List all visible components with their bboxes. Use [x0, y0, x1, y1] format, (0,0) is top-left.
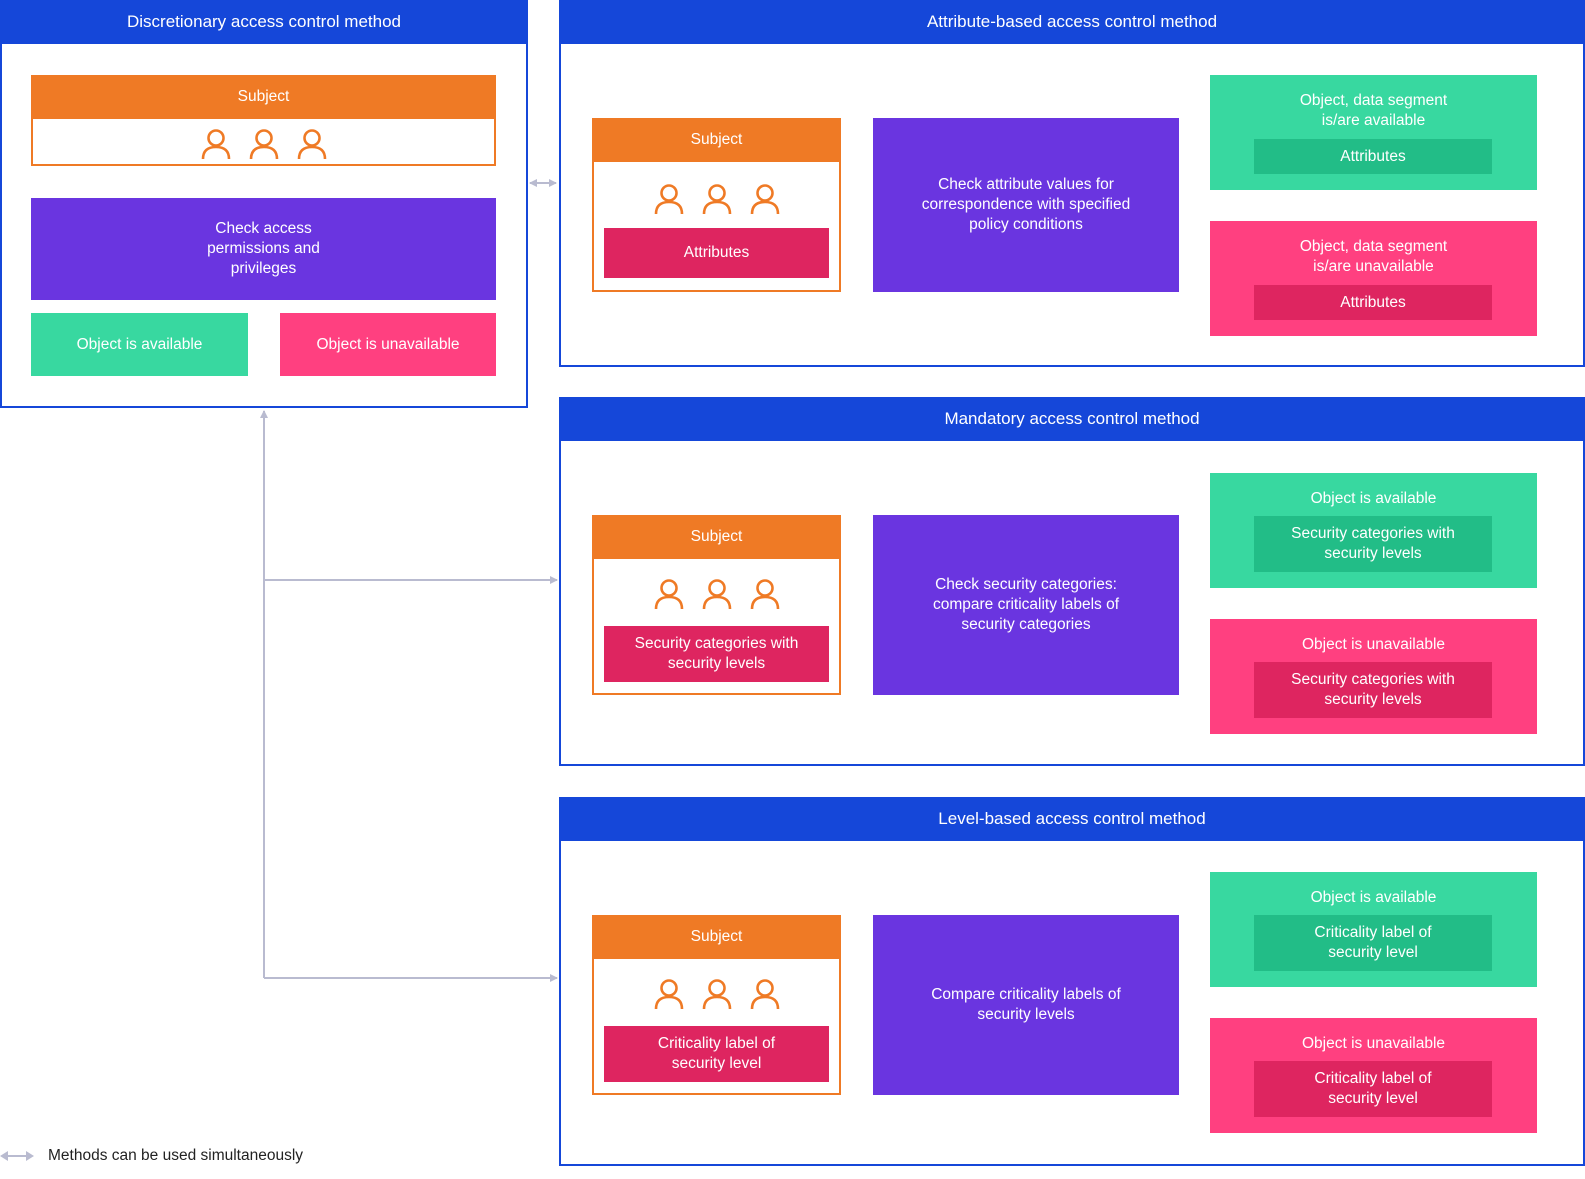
double-arrow-icon: [0, 1151, 34, 1161]
user-icon: [702, 184, 731, 215]
lbac-check-box: Compare criticality labels of security l…: [873, 915, 1179, 1095]
abac-available-detail-text: Attributes: [1340, 147, 1406, 165]
abac-available-title: Object, data segment is/are available: [1299, 92, 1448, 129]
dac-user-icons: [33, 127, 494, 161]
lbac-subject-box: Subject Criticality label of security le…: [592, 915, 841, 1095]
mac-available-detail-text: Security categories with security levels: [1291, 525, 1455, 562]
dac-check-text: Check access permissions and privileges: [207, 220, 320, 277]
abac-unavailable-detail-text: Attributes: [1340, 293, 1406, 311]
abac-available-box: Object, data segment is/are available At…: [1210, 75, 1537, 190]
abac-check-box: Check attribute values for correspondenc…: [873, 118, 1179, 292]
mac-subject-attr-text: Security categories with security levels: [634, 635, 799, 672]
abac-user-icons: [594, 182, 839, 216]
dac-title: Discretionary access control method: [0, 0, 528, 44]
lbac-available-box: Object is available Criticality label of…: [1210, 872, 1537, 987]
abac-subject-label: Subject: [592, 118, 841, 162]
user-icon: [750, 184, 779, 215]
mac-subject-box: Subject Security categories with securit…: [592, 515, 841, 695]
dac-available-box: Object is available: [31, 313, 248, 376]
abac-subject-box: Subject Attributes: [592, 118, 841, 292]
lbac-subject-attr-box: Criticality label of security level: [604, 1026, 829, 1082]
mac-subject-attr-box: Security categories with security levels: [604, 626, 829, 682]
abac-check-text: Check attribute values for correspondenc…: [921, 176, 1131, 233]
abac-unavailable-box: Object, data segment is/are unavailable …: [1210, 221, 1537, 336]
legend-text: Methods can be used simultaneously: [48, 1147, 304, 1164]
mac-subject-label: Subject: [592, 515, 841, 559]
lbac-user-icons: [594, 977, 839, 1011]
user-icon: [750, 979, 779, 1010]
lbac-unavailable-detail-text: Criticality label of security level: [1314, 1070, 1432, 1107]
user-icon: [297, 129, 326, 160]
abac-subject-attr-box: Attributes: [604, 228, 829, 278]
abac-title: Attribute-based access control method: [559, 0, 1585, 44]
mac-available-detail: Security categories with security levels: [1254, 516, 1492, 572]
dac-available-text: Object is available: [76, 335, 203, 353]
user-icon: [654, 184, 683, 215]
mac-check-text: Check security categories: compare criti…: [932, 576, 1120, 633]
dac-unavailable-box: Object is unavailable: [280, 313, 496, 376]
user-icon: [654, 579, 683, 610]
lbac-available-detail-text: Criticality label of security level: [1314, 924, 1432, 961]
lbac-unavailable-detail: Criticality label of security level: [1254, 1061, 1492, 1117]
mac-unavailable-detail: Security categories with security levels: [1254, 662, 1492, 718]
mac-available-box: Object is available Security categories …: [1210, 473, 1537, 588]
mac-unavailable-detail-text: Security categories with security levels: [1291, 671, 1455, 708]
mac-title: Mandatory access control method: [559, 397, 1585, 441]
mac-check-box: Check security categories: compare criti…: [873, 515, 1179, 695]
mac-available-title: Object is available: [1310, 490, 1437, 507]
dac-subject-box: Subject: [31, 75, 496, 166]
lbac-subject-label: Subject: [592, 915, 841, 959]
lbac-title: Level-based access control method: [559, 797, 1585, 841]
mac-unavailable-box: Object is unavailable Security categorie…: [1210, 619, 1537, 734]
lbac-subject-attr-text: Criticality label of security level: [657, 1035, 776, 1072]
dac-subject-label: Subject: [31, 75, 496, 119]
lbac-available-detail: Criticality label of security level: [1254, 915, 1492, 971]
dac-check-box: Check access permissions and privileges: [31, 198, 496, 300]
user-icon: [702, 979, 731, 1010]
lbac-unavailable-box: Object is unavailable Criticality label …: [1210, 1018, 1537, 1133]
user-icon: [702, 579, 731, 610]
lbac-unavailable-title: Object is unavailable: [1301, 1035, 1446, 1052]
dac-unavailable-text: Object is unavailable: [316, 335, 460, 353]
user-icon: [654, 979, 683, 1010]
lbac-check-text: Compare criticality labels of security l…: [931, 986, 1121, 1023]
legend: Methods can be used simultaneously: [0, 1145, 303, 1167]
abac-unavailable-detail: Attributes: [1254, 285, 1492, 320]
abac-unavailable-title: Object, data segment is/are unavailable: [1299, 238, 1448, 275]
user-icon: [249, 129, 278, 160]
user-icon: [750, 579, 779, 610]
user-icon: [201, 129, 230, 160]
abac-subject-attr-text: Attributes: [683, 244, 750, 261]
mac-unavailable-title: Object is unavailable: [1301, 636, 1446, 653]
lbac-available-title: Object is available: [1310, 889, 1437, 906]
mac-user-icons: [594, 577, 839, 611]
abac-available-detail: Attributes: [1254, 139, 1492, 174]
